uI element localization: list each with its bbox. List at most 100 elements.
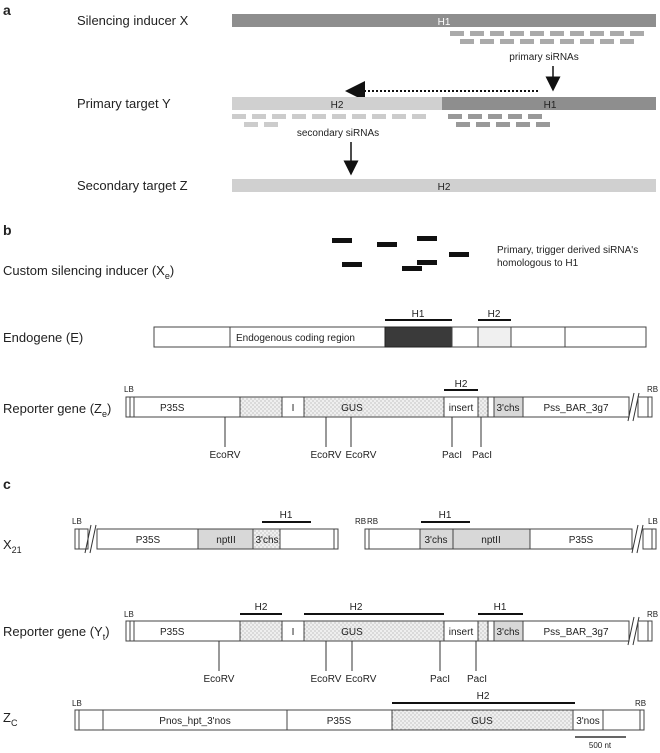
secondary-sirnas-label: secondary siRNAs — [297, 128, 379, 139]
ze-ecorv-1: EcoRV — [210, 450, 241, 461]
yt-insert-label: insert — [449, 627, 474, 638]
x21-nptii-right-label: nptII — [481, 535, 500, 546]
endogenous-region-label: Endogenous coding region — [236, 333, 355, 344]
target-y-h1-label: H1 — [544, 100, 557, 111]
ze-p35s — [133, 396, 241, 418]
yt-ecorv-1: EcoRV — [204, 674, 235, 685]
endogene-spacer — [451, 326, 479, 348]
yt-paci-1: PacI — [430, 674, 450, 685]
zc-pnos-label: Pnos_hpt_3'nos — [159, 716, 230, 727]
target-y-h2-label: H2 — [331, 100, 344, 111]
yt-h2-label-2: H2 — [350, 602, 363, 613]
trigger-sirna-bars — [332, 236, 469, 271]
endogene-label: Endogene (E) — [3, 330, 83, 345]
zc-rb-label: RB — [635, 699, 646, 708]
yt-gus-label: GUS — [341, 627, 363, 638]
x21-lb-left-label: LB — [72, 517, 82, 526]
x21-chs-left-label: 3'chs — [255, 535, 278, 546]
x21-rb-right: RB — [367, 517, 378, 526]
zc-3nos-label: 3'nos — [576, 716, 600, 727]
primary-sirna-dashes — [450, 31, 644, 44]
yt-pss-bar — [522, 620, 630, 642]
x21-rb-left: RB — [355, 517, 366, 526]
ze-lb-label: LB — [124, 385, 134, 394]
zc-h2-label: H2 — [477, 691, 490, 702]
yt-gus — [303, 620, 445, 642]
endogene-h1-segment — [384, 326, 453, 348]
sirna-note-line1: Primary, trigger derived siRNA's — [497, 245, 638, 256]
ze-ecorv-2: EcoRV — [311, 450, 342, 461]
ze-restriction-sites — [224, 417, 482, 447]
ze-pss-label: Pss_BAR_3g7 — [543, 403, 608, 414]
custom-inducer-label: Custom silencing inducer (Xe) — [3, 263, 174, 281]
ze-rb-label: RB — [647, 385, 658, 394]
ze-ecorv-3: EcoRV — [346, 450, 377, 461]
ze-break-1 — [627, 392, 635, 422]
yt-3chs-label: 3'chs — [496, 627, 519, 638]
inducer-x-bar — [232, 14, 656, 27]
ze-3chs-label: 3'chs — [496, 403, 519, 414]
reporter-yt-label: Reporter gene (Yt) — [3, 624, 110, 642]
x21-nptii-left-label: nptII — [216, 535, 235, 546]
sirna-note-line2: homologous to H1 — [497, 258, 579, 269]
endogene-3prime — [510, 326, 566, 348]
endogene-3utr — [564, 326, 647, 348]
endogene-h1-label: H1 — [412, 309, 425, 320]
primary-sirnas-label: primary siRNAs — [509, 52, 578, 63]
ze-paci-1: PacI — [442, 450, 462, 461]
yt-rb-label: RB — [647, 610, 658, 619]
target-z-bar — [232, 179, 656, 192]
yt-restriction-sites — [218, 641, 477, 671]
x21-label: X21 — [3, 537, 22, 555]
x21-h1-label-right: H1 — [439, 510, 452, 521]
silencing-inducer-label: Silencing inducer X — [77, 13, 189, 28]
x21-p35s-right — [529, 528, 633, 550]
panel-c-label: c — [3, 476, 11, 492]
ze-rb-border — [647, 396, 653, 418]
endogene-h2-segment — [477, 326, 512, 348]
x21-lb-right-label: LB — [648, 517, 658, 526]
yt-gus-5 — [239, 620, 283, 642]
yt-lb-label: LB — [124, 610, 134, 619]
secondary-target-label: Secondary target Z — [77, 178, 188, 193]
ze-gus — [303, 396, 445, 418]
target-y-h2-bar — [232, 97, 442, 110]
yt-paci-2: PacI — [467, 674, 487, 685]
yt-p35s-label: P35S — [160, 627, 185, 638]
scale-bar-label: 500 nt — [589, 741, 612, 750]
zc-gus-label: GUS — [471, 716, 493, 727]
primary-target-label: Primary target Y — [77, 96, 171, 111]
ze-gus-5 — [239, 396, 283, 418]
endogene-5utr — [153, 326, 231, 348]
x21-p35s-right-label: P35S — [569, 535, 594, 546]
x21-p35s-left-label: P35S — [136, 535, 161, 546]
target-z-h2-label: H2 — [438, 182, 451, 193]
yt-h2-label-1: H2 — [255, 602, 268, 613]
ze-insert-label: insert — [449, 403, 474, 414]
yt-h1-label: H1 — [494, 602, 507, 613]
zc-label: ZC — [3, 710, 18, 728]
zc-p35s-label: P35S — [327, 716, 352, 727]
yt-pss-label: Pss_BAR_3g7 — [543, 627, 608, 638]
ze-paci-2: PacI — [472, 450, 492, 461]
panel-b-label: b — [3, 222, 12, 238]
ze-intron-label: I — [292, 403, 295, 414]
target-y-h1-bar — [442, 97, 656, 110]
yt-ecorv-3: EcoRV — [346, 674, 377, 685]
x21-chs-right-label: 3'chs — [424, 535, 447, 546]
panel-a-label: a — [3, 2, 11, 18]
inducer-h1-label: H1 — [438, 17, 451, 28]
ze-lb-border — [125, 396, 131, 418]
endogene-h2-label: H2 — [488, 309, 501, 320]
ze-h2-label: H2 — [455, 379, 468, 390]
secondary-sirna-dashes — [232, 114, 550, 127]
yt-p35s — [133, 620, 241, 642]
zc-lb-label: LB — [72, 699, 82, 708]
yt-ecorv-2: EcoRV — [311, 674, 342, 685]
yt-intron-label: I — [292, 627, 295, 638]
x21-h1-label-left: H1 — [280, 510, 293, 521]
ze-gus-label: GUS — [341, 403, 363, 414]
ze-pss-bar — [522, 396, 630, 418]
ze-p35s-label: P35S — [160, 403, 185, 414]
